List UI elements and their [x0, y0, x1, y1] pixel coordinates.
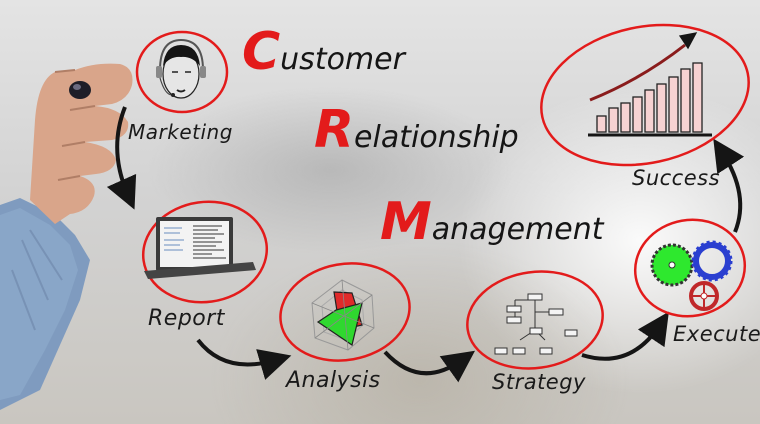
success-circle — [540, 23, 750, 167]
title-management: Management — [380, 192, 604, 252]
growth-bar-chart-icon — [588, 32, 712, 137]
step-label-analysis: Analysis — [286, 368, 381, 393]
title-customer: Customer — [242, 22, 405, 82]
execute-circle — [633, 218, 747, 318]
title-rest-management: anagement — [431, 212, 604, 247]
step-label-execute: Execute — [673, 322, 760, 346]
strategy-circle — [466, 270, 604, 370]
headset-person-icon — [156, 38, 206, 99]
arrow-strategy-to-execute — [581, 311, 669, 361]
arrow-marketing-to-report — [106, 106, 137, 210]
step-label-marketing: Marketing — [128, 120, 233, 144]
title-initial-m: M — [380, 192, 432, 252]
laptop-icon — [144, 217, 256, 279]
step-label-report: Report — [148, 306, 225, 331]
title-initial-r: R — [314, 100, 355, 160]
marketing-circle — [135, 30, 229, 114]
title-initial-c: C — [242, 22, 281, 82]
step-label-strategy: Strategy — [492, 370, 586, 394]
analysis-circle — [279, 262, 411, 362]
arrow-analysis-to-strategy — [383, 350, 476, 383]
radar-chart-icon — [311, 279, 375, 351]
title-rest-customer: ustomer — [280, 42, 405, 77]
arrow-execute-to-success — [713, 138, 745, 233]
title-relationship: Relationship — [314, 100, 519, 160]
step-label-success: Success — [632, 166, 721, 190]
report-circle — [141, 200, 269, 304]
gears-icon — [650, 240, 733, 311]
arrow-report-to-analysis — [196, 338, 292, 380]
title-rest-relationship: elationship — [354, 120, 519, 155]
org-chart-icon — [494, 293, 578, 355]
